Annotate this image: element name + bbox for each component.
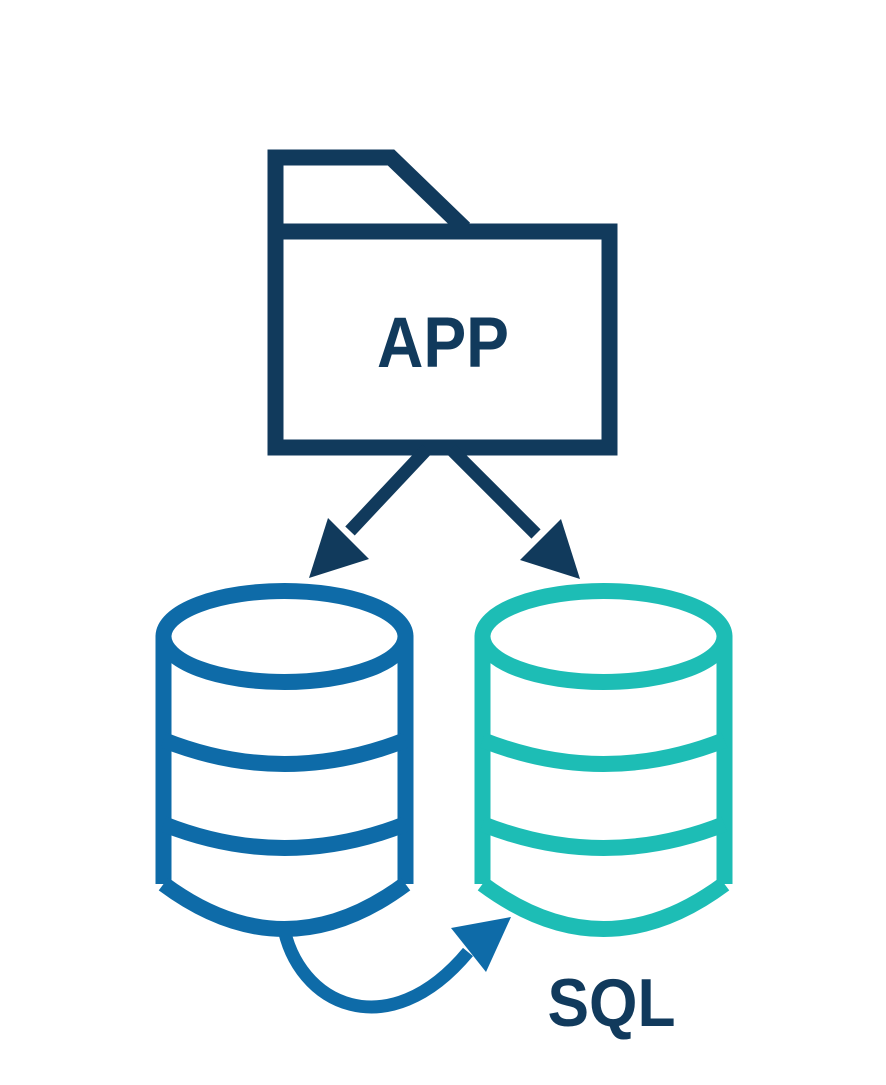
arrow-app-to-left-db — [309, 444, 432, 578]
left-arrow-line — [345, 444, 432, 536]
left-db-separator-2 — [160, 816, 409, 856]
app-folder-node: APP — [267, 149, 618, 456]
arrow-left-db-to-right-db — [276, 917, 511, 1014]
folder-body-outline — [267, 223, 618, 456]
right-db-bottom-arc — [477, 877, 730, 937]
left-db-separator-1 — [160, 732, 409, 772]
right-db-separator-1 — [479, 732, 728, 772]
left-arrowhead-icon — [309, 518, 369, 578]
left-db-top-ellipse — [155, 583, 414, 690]
arrow-app-to-right-db — [446, 444, 580, 579]
right-database-icon — [474, 583, 733, 937]
right-arrowhead-icon — [520, 519, 580, 579]
right-db-top-ellipse — [474, 583, 733, 690]
app-node-label: APP — [377, 304, 509, 383]
sql-caption: SQL — [548, 965, 676, 1041]
right-db-separator-2 — [479, 816, 728, 856]
curved-arrow-line — [276, 922, 473, 1014]
left-db-bottom-arc — [158, 877, 411, 937]
right-arrow-line — [446, 444, 541, 539]
folder-tab-outline — [267, 149, 471, 240]
left-database-icon — [155, 583, 414, 937]
curved-arrowhead-icon — [451, 917, 511, 972]
